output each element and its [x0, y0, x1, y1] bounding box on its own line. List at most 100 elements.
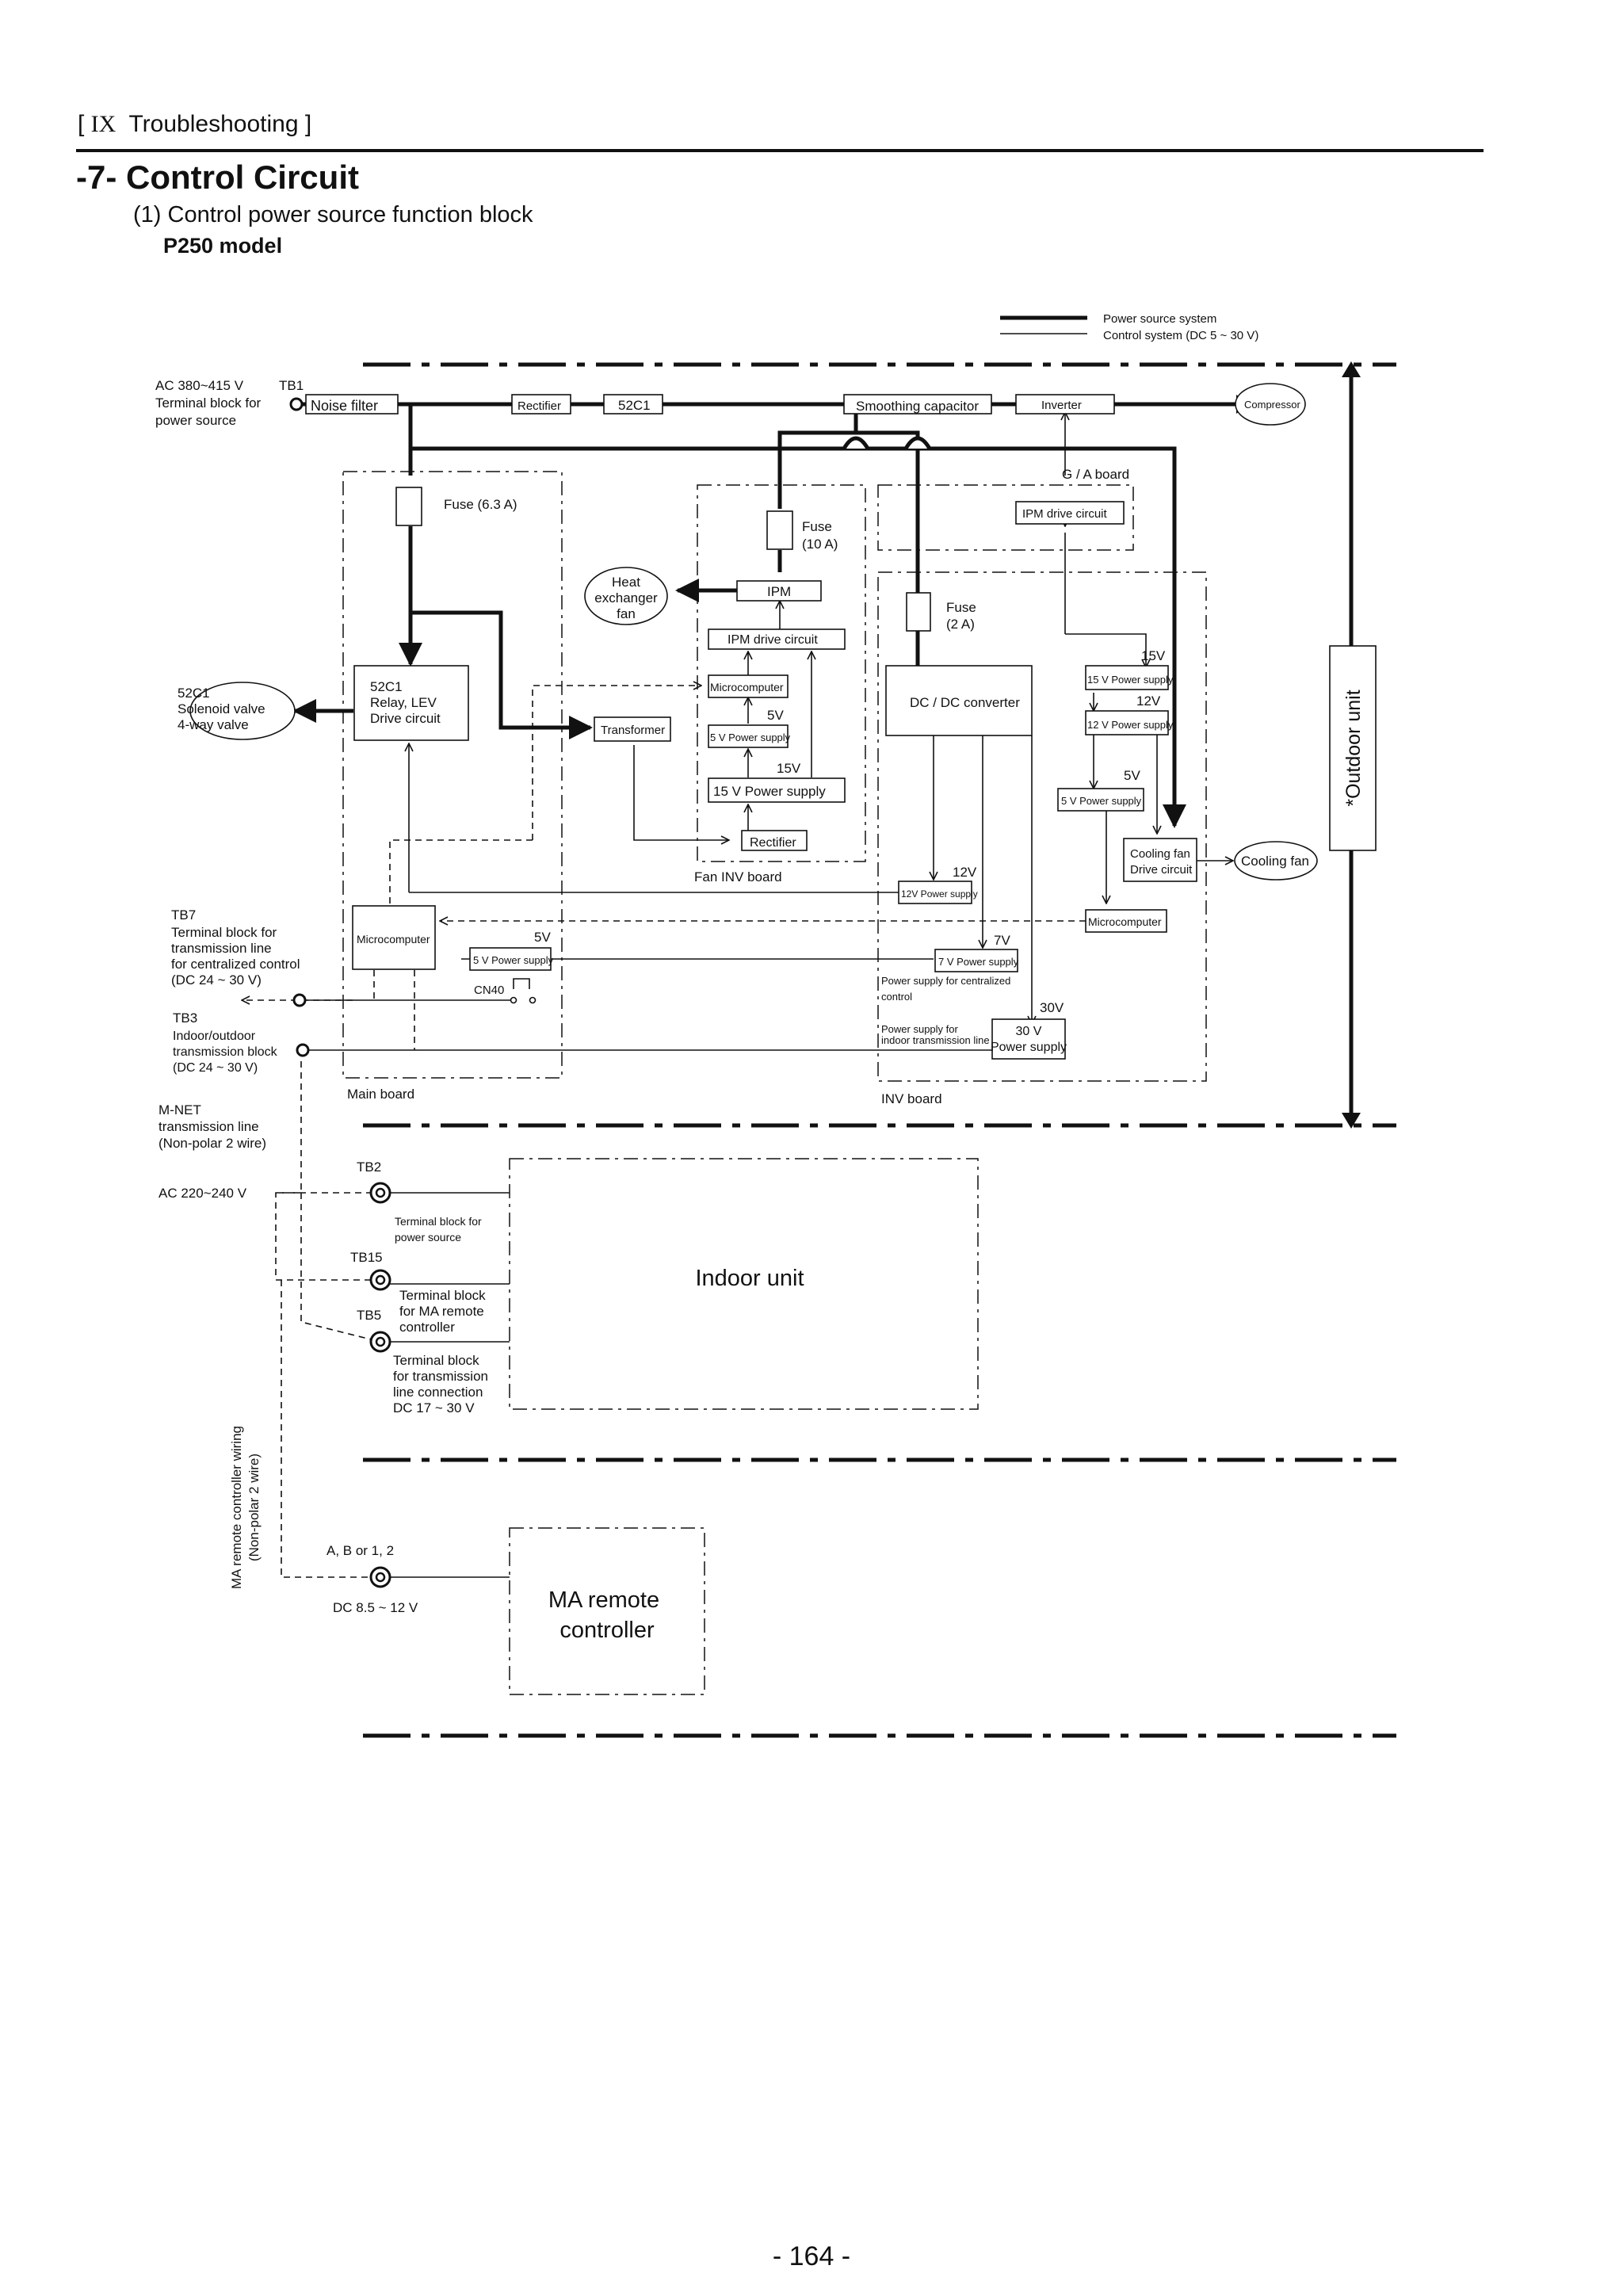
fan-inv-board-label: Fan INV board: [694, 869, 782, 884]
diagram-subtitle: (1) Control power source function block: [133, 202, 533, 227]
mnet-label-3: (Non-polar 2 wire): [158, 1136, 266, 1151]
header-rule: [76, 149, 1484, 152]
tb5-desc-3: line connection: [393, 1385, 483, 1400]
noise-filter-box: [305, 394, 399, 415]
solenoid-label-2: Solenoid valve: [178, 701, 265, 716]
rectifier-box: [511, 394, 571, 415]
inv-15v-ps-label: 15 V Power supply: [1087, 674, 1174, 686]
relay-label-3: Drive circuit: [370, 711, 441, 726]
heat-exchanger-label-1: Heat: [612, 575, 640, 590]
fan-5v-ps-box: [708, 724, 789, 748]
relay-label-2: Relay, LEV: [370, 695, 437, 710]
fuse-63-box: [395, 487, 422, 526]
tb1-terminal: [289, 397, 304, 411]
main-board-outline: [342, 471, 563, 1079]
inv-12v-ps-box: [1085, 710, 1169, 735]
ga-board-outline: [877, 484, 1134, 551]
inv-board-label: INV board: [881, 1091, 942, 1106]
main-5v-ps-label: 5 V Power supply: [473, 954, 554, 966]
ipm-label: IPM: [767, 584, 791, 599]
tb7-desc-4: (DC 24 ~ 30 V): [171, 972, 262, 988]
fan-microcomputer-label: Microcomputer: [710, 681, 784, 693]
inv-12v-ps-label: 12 V Power supply: [1087, 719, 1174, 731]
fuse-10-label: Fuse: [802, 519, 832, 534]
inv-12v2-label: 12V: [953, 865, 977, 880]
ma-remote-label-1: MA remote: [548, 1587, 659, 1613]
tb3-desc-1: Indoor/outdoor: [173, 1030, 256, 1043]
fuse-2-box: [906, 592, 931, 632]
terminals: [289, 397, 391, 1588]
inv-12v-label: 12V: [1136, 693, 1161, 709]
tb7-terminal: [292, 993, 307, 1007]
tb5-desc-1: Terminal block: [393, 1353, 479, 1368]
solenoid-label-1: 52C1: [178, 686, 210, 701]
component-ellipses: [189, 383, 1318, 881]
tb3-desc-3: (DC 24 ~ 30 V): [173, 1061, 258, 1075]
inverter-label: Inverter: [1041, 399, 1082, 412]
power-line-hops: [842, 436, 932, 450]
inv-5v-ps-box: [1057, 788, 1144, 812]
legend: Power source system Control system (DC 5…: [1000, 312, 1258, 342]
tb15-desc-2: for MA remote: [399, 1304, 484, 1319]
heat-exchanger-label-2: exchanger: [594, 590, 658, 606]
ma-remote-outline: [509, 1527, 705, 1695]
main-microcomputer-box: [352, 905, 436, 970]
relay-label-1: 52C1: [370, 679, 403, 694]
ac-input-label: AC 380~415 V: [155, 378, 244, 393]
tb7-desc-3: for centralized control: [171, 957, 300, 972]
ga-ipm-drive-label: IPM drive circuit: [1022, 507, 1108, 521]
fan-inv-board-outline: [697, 484, 866, 862]
indoor-ps-label-1: Power supply for: [881, 1023, 958, 1035]
inv-board-outline: [877, 571, 1207, 1082]
main-5v-label: 5V: [534, 930, 551, 945]
section-name: Troubleshooting: [128, 111, 299, 137]
inv-15v-label: 15V: [1141, 648, 1166, 663]
indoor-unit-label: Indoor unit: [695, 1266, 804, 1291]
ma-wiring-label-1: MA remote controller wiring: [229, 1426, 244, 1589]
indoor-ps-label-2: indoor transmission line: [881, 1034, 990, 1046]
tb1-desc-2: power source: [155, 413, 236, 428]
cooling-fan-label: Cooling fan: [1241, 854, 1309, 869]
inv-30v-label: 30V: [1040, 1000, 1064, 1015]
tb7-desc-2: transmission line: [171, 941, 272, 956]
inv-30v-ps-box: [991, 1018, 1066, 1060]
ma-remote-label-2: controller: [559, 1618, 655, 1643]
dcdc-box: [885, 665, 1033, 736]
cooling-drive-label-1: Cooling fan: [1130, 847, 1190, 861]
board-outlines: [342, 471, 1207, 1695]
cooling-fan-ellipse: [1234, 841, 1318, 881]
fuse-2-rating: (2 A): [946, 617, 975, 632]
noise-filter-label: Noise filter: [311, 398, 378, 414]
inv-5v-ps-label: 5 V Power supply: [1061, 795, 1142, 807]
solenoid-valve-ellipse: [189, 682, 296, 740]
page-title: -7- Control Circuit: [76, 159, 359, 196]
tb5-desc-2: for transmission: [393, 1369, 488, 1384]
smoothing-capacitor-label: Smoothing capacitor: [856, 399, 979, 414]
inverter-box: [1015, 394, 1115, 415]
fuse-10-box: [766, 510, 793, 550]
tb1-label: TB1: [279, 378, 304, 393]
main-microcomputer-label: Microcomputer: [357, 933, 430, 946]
tb7-label: TB7: [171, 907, 196, 923]
solenoid-label-3: 4-way valve: [178, 717, 249, 732]
ipm-drive-label: IPM drive circuit: [727, 633, 818, 647]
smoothing-capacitor-box: [843, 394, 992, 415]
inv-15v-ps-box: [1085, 665, 1169, 690]
tb2-desc-1: Terminal block for: [395, 1215, 482, 1228]
model-label: P250 model: [163, 234, 283, 258]
ma-terminal-label: A, B or 1, 2: [327, 1543, 394, 1558]
52c1-label: 52C1: [618, 398, 651, 413]
tb3-terminal: [296, 1043, 310, 1057]
fan-rectifier-box: [741, 830, 808, 851]
legend-power: Power source system: [1103, 312, 1216, 326]
fuse-10-rating: (10 A): [802, 537, 838, 552]
tb3-desc-2: transmission block: [173, 1045, 278, 1059]
inv-30v-ps-label-1: 30 V: [1016, 1025, 1042, 1038]
tb1-desc-1: Terminal block for: [155, 395, 262, 411]
fan-5v-label: 5V: [767, 708, 784, 723]
outdoor-unit-label: *Outdoor unit: [1342, 690, 1365, 806]
fan-15v-ps-box: [708, 777, 846, 803]
ma-wiring-label-2: (Non-polar 2 wire): [246, 1454, 262, 1561]
diagram-labels: AC 380~415 V TB1 Terminal block for powe…: [155, 378, 1365, 1643]
